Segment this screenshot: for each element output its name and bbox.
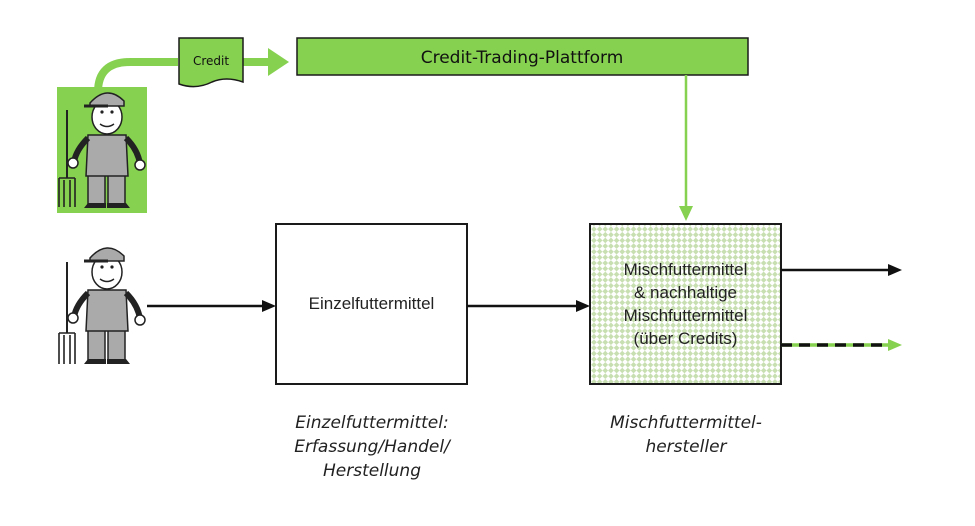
caption-misch-line-2: hersteller [645,437,727,457]
platform-label: Credit-Trading-Plattform [421,48,624,68]
farmer-bottom-icon [58,247,146,364]
einzelfuttermittel-box-label: Einzelfuttermittel [276,224,467,384]
platform-to-misch-arrowhead [679,206,693,221]
credit-trading-platform-bar [296,37,749,76]
misch-line-3: Mischfuttermittel [623,306,748,325]
caption-einzelfuttermittel: Einzelfuttermittel: Erfassung/Handel/ He… [256,411,488,483]
credit-label: Credit [193,54,229,68]
mischfuttermittel-box [589,223,782,385]
credit-document-icon [178,37,244,88]
credit-to-platform-arrowhead [268,48,289,76]
farmer-to-einzel-arrowhead [262,300,276,312]
farmer-top-icon [57,87,147,213]
misch-line-2: & nachhaltige [633,283,738,302]
output-arrow-dashed-head [888,339,902,351]
caption-einzel-line-2: Erfassung/Handel/ [294,437,450,457]
einzelfuttermittel-box [275,223,468,385]
misch-line-1: Mischfuttermittel [623,260,748,279]
output-arrow-solid-head [888,264,902,276]
farmer-to-credit-arrow [94,58,178,93]
einzel-to-misch-arrowhead [576,300,590,312]
caption-einzel-line-1: Einzelfuttermittel: [295,413,449,433]
caption-mischfuttermittel: Mischfuttermittel- hersteller [570,411,802,459]
mischfuttermittel-box-label: Mischfuttermittel & nachhaltige Mischfut… [590,224,781,384]
caption-einzel-line-3: Herstellung [323,461,421,481]
caption-misch-line-1: Mischfuttermittel- [610,413,762,433]
misch-line-4: (über Credits) [633,329,738,348]
einzel-box-text: Einzelfuttermittel [308,294,435,313]
